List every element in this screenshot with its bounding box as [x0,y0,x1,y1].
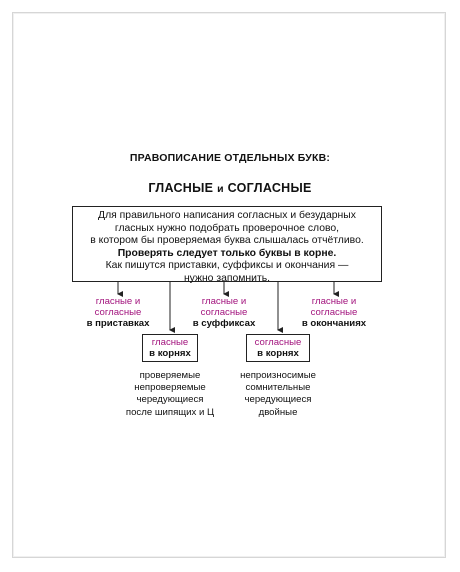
consonant-roots-place: в корнях [257,348,299,359]
rule-note-1: Как пишутся приставки, суффиксы и оконча… [105,260,349,272]
list-item: чередующиеся [136,394,204,406]
category-endings-line2: согласные [310,307,358,318]
rule-line-1: Для правильного написания согласных и бе… [98,210,356,221]
rule-line-2: гласных нужно подобрать проверочное слов… [114,222,340,234]
vowel-roots-list: проверяемые непроверяемые чередующиеся п… [100,370,240,419]
category-suffixes: гласные и согласные в суффиксах [186,296,262,329]
vowel-roots-label: гласные [151,337,189,348]
consonant-roots-list: непроизносимые сомнительные чередующиеся… [208,370,348,419]
rule-line-3: в котором бы проверяемая буква слышалась… [90,235,364,247]
subheading-vowels: ГЛАСНЫЕ [148,181,214,195]
category-prefixes-line1: гласные и [95,296,141,307]
category-prefixes: гласные и согласные в приставках [80,296,156,329]
rule-box: Для правильного написания согласных и бе… [72,206,382,284]
list-item: проверяемые [139,370,201,381]
consonant-roots-label: согласные [254,337,302,348]
rule-emphasis: Проверять следует только буквы в корне. [117,247,337,259]
vowel-roots-place: в корнях [149,348,191,359]
list-item: сомнительные [245,382,311,394]
category-prefixes-place: в приставках [86,318,150,329]
list-item: непроверяемые [134,382,206,394]
category-suffixes-place: в суффиксах [192,318,256,329]
subheading-consonants: СОГЛАСНЫЕ [227,181,312,195]
category-endings-place: в окончаниях [301,318,367,329]
list-item: непроизносимые [240,370,316,381]
vowel-roots-box: гласные в корнях [142,334,198,362]
category-endings-line1: гласные и [311,296,357,307]
list-item: чередующиеся [244,394,312,406]
page-subheading: ГЛАСНЫЕ и СОГЛАСНЫЕ [0,181,460,195]
category-endings: гласные и согласные в окончаниях [290,296,378,329]
list-item: двойные [258,406,298,418]
category-suffixes-line1: гласные и [201,296,247,307]
category-prefixes-line2: согласные [94,307,142,318]
category-suffixes-line2: согласные [200,307,248,318]
page-heading: ПРАВОПИСАНИЕ ОТДЕЛЬНЫХ БУКВ: [129,152,331,164]
subheading-conj: и [217,183,224,195]
rule-note-2: нужно запомнить. [183,272,271,284]
consonant-roots-box: согласные в корнях [246,334,310,362]
page-frame [12,12,446,558]
list-item: после шипящих и Ц [125,406,215,418]
